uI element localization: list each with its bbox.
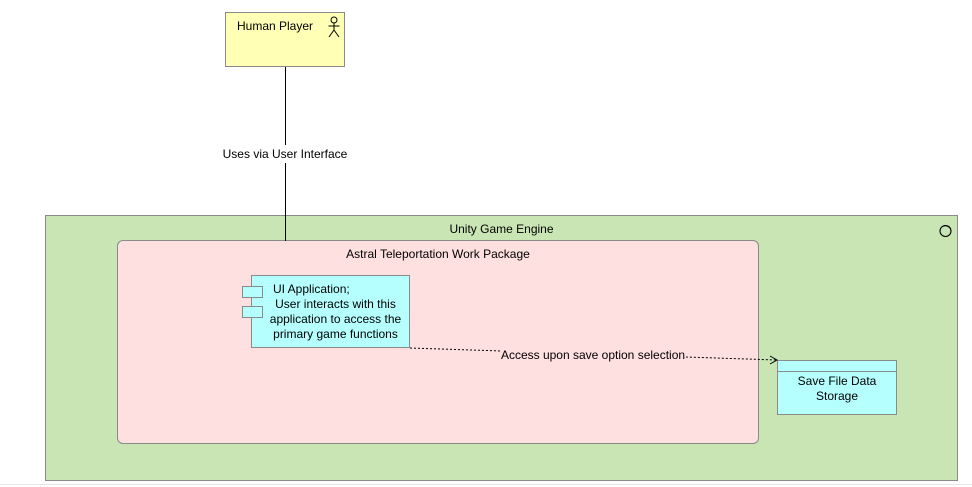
- human-player-label: Human Player: [236, 19, 314, 33]
- bottom-divider: [0, 484, 972, 485]
- ui-application-label-line-1: UI Application;: [273, 282, 350, 296]
- ui-application-label-line-4: primary game functions: [273, 327, 398, 341]
- save-file-label: Save File Data Storage: [778, 374, 896, 404]
- access-edge-label: Access upon save option selection: [500, 347, 686, 363]
- ui-application-node[interactable]: UI Application; User interacts with this…: [242, 275, 410, 348]
- work-package-label: Astral Teleportation Work Package: [346, 247, 530, 261]
- ui-application-label-line-3: application to access the: [269, 312, 402, 326]
- ui-application-label-line-2: User interacts with this: [275, 297, 396, 311]
- save-file-label-line-1: Save File Data: [797, 374, 877, 388]
- uses-edge-label: Uses via User Interface: [222, 145, 348, 163]
- system-software-icon: [939, 224, 952, 238]
- astral-teleportation-work-package-node[interactable]: Astral Teleportation Work Package: [117, 240, 759, 444]
- data-object-header-divider: [778, 371, 896, 372]
- human-player-node[interactable]: Human Player: [225, 12, 345, 67]
- actor-icon: [328, 16, 340, 38]
- save-file-label-line-2: Storage: [815, 389, 859, 403]
- ui-application-label: UI Application; User interacts with this…: [266, 282, 405, 342]
- unity-game-engine-label: Unity Game Engine: [449, 222, 554, 236]
- component-icon-tab-bottom: [242, 306, 263, 318]
- save-file-data-storage-node[interactable]: Save File Data Storage: [777, 360, 897, 415]
- component-icon-tab-top: [242, 286, 263, 298]
